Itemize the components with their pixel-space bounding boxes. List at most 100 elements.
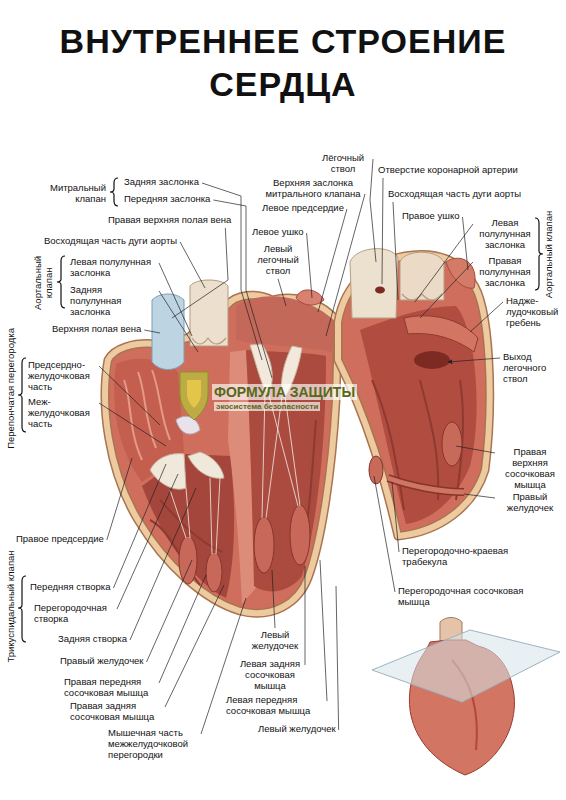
part-label: Левое ушко	[252, 227, 304, 238]
part-label: Лёгочный ствол	[316, 153, 370, 175]
leader-line	[464, 494, 495, 498]
inset-section-plane	[372, 630, 560, 702]
papillary-muscle	[290, 505, 310, 565]
coronary-opening	[375, 287, 385, 294]
part-label: Восходящая часть дуги аорты	[388, 189, 521, 200]
leader-line	[117, 474, 178, 609]
right-auricle	[446, 258, 475, 288]
part-label: Левый легочный ствол	[254, 244, 302, 277]
bracket	[535, 218, 543, 290]
leader-line	[470, 302, 503, 332]
part-label: Предсердно- желудочковая часть	[28, 360, 96, 393]
leader-line	[336, 586, 339, 730]
septomarginal-trabecula	[388, 478, 464, 492]
brackets	[18, 178, 543, 642]
left-auricle	[296, 290, 324, 305]
leader-line	[107, 458, 132, 540]
part-label: Мышечная часть межжелудочковой перегород…	[108, 728, 198, 761]
septomarginal-trabecula	[388, 478, 464, 492]
poster-title: ВНУТРЕННЕЕ СТРОЕНИЕ СЕРДЦА	[13, 20, 553, 105]
papillary-muscle	[442, 422, 462, 466]
part-label: Задняя полулунная заслонка	[70, 285, 156, 318]
leader-line	[318, 209, 347, 312]
leader-line	[307, 233, 312, 298]
leader-line	[392, 482, 399, 552]
leader-line	[144, 330, 160, 333]
shield-icon	[187, 380, 201, 408]
leader-line	[370, 159, 376, 262]
part-label: Левая задняя сосочковая мышца	[238, 659, 302, 692]
leader-line	[202, 183, 262, 360]
part-label: Правое ушко	[402, 211, 459, 222]
leader-line	[420, 262, 473, 318]
pulmonary-trunk	[350, 249, 398, 318]
leader-line	[393, 202, 398, 300]
leader-line	[165, 585, 224, 707]
group-label: Трикуспидальный клапан	[6, 550, 17, 662]
tricuspid-leaflet	[150, 454, 186, 490]
part-label: Выход легочного ствол	[503, 352, 559, 385]
shield-icon	[180, 372, 208, 420]
supraventricular-crest	[404, 316, 478, 352]
papillary-muscle	[206, 552, 222, 592]
leader-line	[382, 178, 383, 284]
tricuspid-leaflet	[188, 452, 224, 478]
orientation-inset	[372, 618, 560, 776]
chordae-tendineae	[170, 478, 220, 554]
part-label: Правая верхняя полая вена	[108, 215, 231, 226]
watermark-text: ФОРМУЛА ЗАЩИТЫ	[212, 384, 357, 400]
part-label: Левый желудочек	[250, 630, 300, 652]
leader-line	[272, 570, 275, 628]
pulmonary-outflow	[414, 351, 450, 369]
part-label: Верхняя полая вена	[52, 324, 141, 335]
leader-line	[462, 217, 468, 270]
leader-line	[99, 366, 160, 425]
part-label: Правый желудочек	[498, 492, 562, 514]
leader-line	[159, 575, 206, 683]
leader-line	[172, 228, 228, 318]
leader-line	[159, 291, 198, 352]
bracket	[18, 358, 26, 432]
ascending-aorta	[190, 280, 228, 346]
part-label: Меж- желудочковая часть	[28, 397, 96, 430]
part-label: Перегородочная сосочковая мышца	[398, 586, 540, 608]
part-label: Правая передняя сосочковая мышца	[64, 677, 156, 699]
leader-line	[456, 446, 495, 453]
bracket	[57, 256, 65, 308]
bracket	[110, 178, 118, 206]
membranous-septum	[176, 416, 200, 434]
leader-line	[278, 279, 286, 306]
leader-line	[130, 488, 196, 640]
leader-line	[415, 224, 473, 302]
leader-line	[99, 403, 166, 446]
part-label: Передняя заслонка	[124, 194, 210, 205]
part-label: Перегородочно-краевая трабекула	[402, 546, 528, 568]
aortic-cusps	[192, 338, 226, 344]
group-label: Аортальный клапан	[33, 254, 55, 312]
part-label: Восходящая часть дуги аорты	[44, 236, 177, 247]
leader-line	[113, 464, 166, 588]
papillary-muscle	[254, 517, 274, 573]
part-label: Надже- лудочковый гребень	[506, 296, 562, 329]
part-label: Задняя заслонка	[124, 177, 199, 188]
part-label: Правая верхняя сосочковая мышца	[498, 447, 562, 491]
part-label: Левая полулунная заслонка	[476, 218, 534, 251]
group-label: Аортальный клапан	[544, 210, 555, 298]
pectinate-muscle	[124, 370, 170, 460]
leader-line	[159, 263, 192, 336]
right-heart-section	[338, 249, 490, 536]
part-label: Передняя створка	[30, 582, 110, 593]
leader-line	[374, 476, 395, 592]
bracket	[18, 576, 26, 642]
part-label: Правая полулунная заслонка	[476, 256, 534, 289]
part-label: Левая полулунная заслонка	[70, 257, 156, 279]
part-label: Задняя створка	[58, 634, 127, 645]
part-label: Отверстие коронарной артерии	[378, 165, 518, 176]
leader-line	[305, 566, 306, 665]
leader-line	[448, 358, 500, 362]
part-label: Правый желудочек	[60, 656, 144, 667]
leader-line	[180, 242, 205, 288]
part-label: Митральный клапан	[36, 183, 106, 205]
part-label: Левый желудочек	[258, 724, 336, 735]
